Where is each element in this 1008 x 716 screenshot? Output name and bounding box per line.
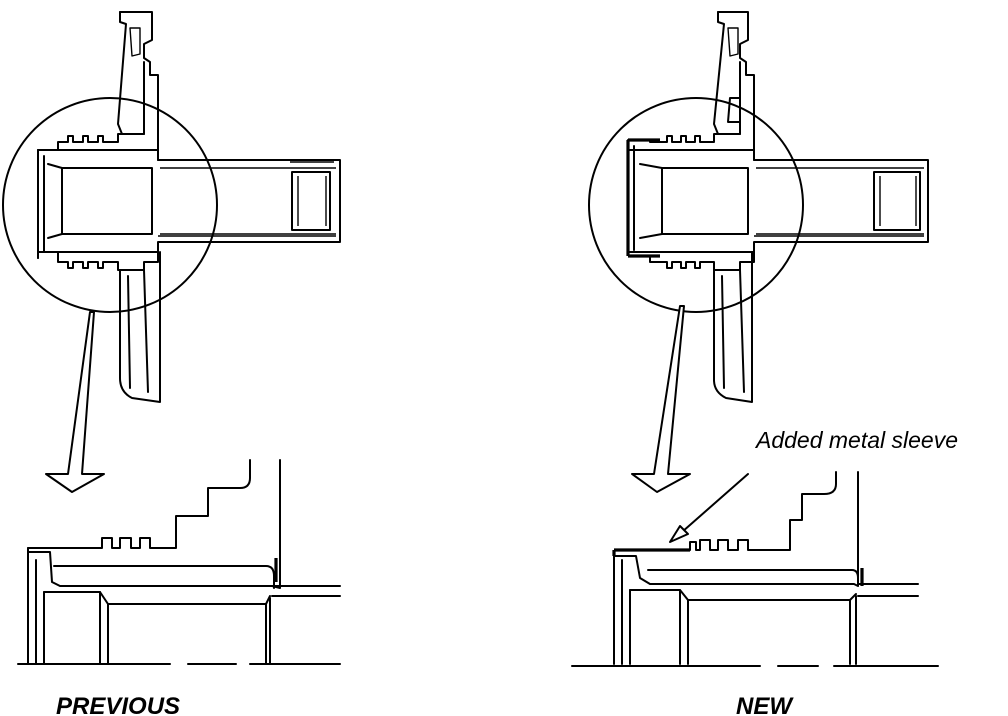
previous-label: PREVIOUS [56,693,180,716]
magnifier-circle-previous [2,97,218,313]
new-assembly [626,11,929,403]
new-label: NEW [736,693,794,716]
annotation-label: Added metal sleeve [754,427,958,453]
zoom-arrow-new [631,305,691,493]
new-detail [571,471,939,667]
magnifier-circle-new [588,97,804,313]
previous-detail [17,459,341,665]
previous-assembly [37,11,341,403]
zoom-arrow-previous [45,311,105,493]
annotation-leader [681,473,749,533]
